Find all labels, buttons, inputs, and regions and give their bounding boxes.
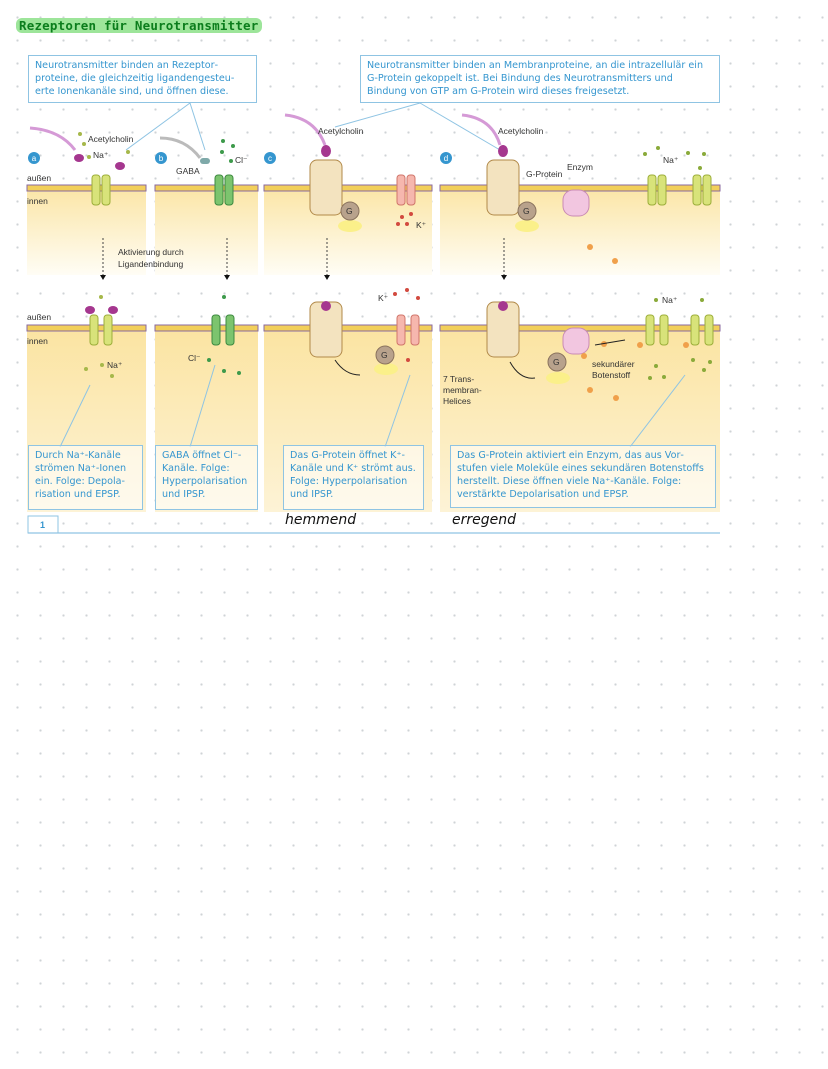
caption-panel-a: Durch Na⁺-Kanäle strömen Na⁺-Ionen ein. … [28,445,143,510]
g-protein-d [517,201,537,221]
g-protein-label-c2: G [381,350,388,360]
label-k-c: K⁺ [416,220,427,230]
na-channel-closed [91,174,111,206]
label-acetylcholin-c: Acetylcholin [318,126,364,136]
label-inside-2: innen [27,336,48,346]
panel-letter-a: a [32,154,37,163]
label-activation-2: Ligandenbindung [118,259,184,269]
metabotropic-receptor [309,159,343,216]
panel-letter-c: c [268,154,272,163]
caption-panel-d: Das G-Protein aktiviert ein Enzym, das a… [450,445,716,508]
label-helices-2: membran- [443,385,482,395]
label-gaba: GABA [176,166,200,176]
na-channels-open-d [645,314,714,346]
handwritten-note-excitatory: erregend [452,512,516,528]
g-protein-label-d: G [523,206,530,216]
label-na-d: Na⁺ [663,155,679,165]
panel-letter-b: b [159,154,164,163]
enzyme [562,189,590,217]
page-title: Rezeptoren für Neurotransmitter [16,18,262,33]
cl-channel-open [211,314,235,346]
label-outside-2: außen [27,312,51,322]
na-channels-closed-d [647,174,712,206]
label-acetylcholin-d: Acetylcholin [498,126,544,136]
caption-panel-c: Das G-Protein öffnet K⁺-Kanäle und K⁺ st… [283,445,424,510]
label-k-c2: K⁺ [378,293,389,303]
label-inside: innen [27,196,48,206]
pointer-lines [59,102,686,448]
k-channel-open [396,314,420,346]
na-channel-open [89,314,113,346]
label-cl-b: Cl⁻ [235,155,248,165]
label-second-messenger-2: Botenstoff [592,370,631,380]
g-protein [340,201,360,221]
label-enzym: Enzym [567,162,593,172]
panel-letters: a b c d [28,152,452,164]
label-helices-1: 7 Trans- [443,374,474,384]
membrane-row1 [26,184,721,192]
label-helices-3: Helices [443,396,471,406]
label-outside: außen [27,173,51,183]
panel-letter-d: d [444,154,448,163]
label-g-protein: G-Protein [526,169,563,179]
label-na-a: Na⁺ [93,150,109,160]
label-cl-b2: Cl⁻ [188,353,201,363]
figure-number: 1 [40,520,45,530]
membrane-row2 [26,324,721,332]
caption-metabotropic: Neurotransmitter binden an Membranprotei… [360,55,720,103]
label-na-d2: Na⁺ [662,295,678,305]
acetylcholin-molecule [74,154,84,162]
label-second-messenger-1: sekundärer [592,359,635,369]
metabotropic-receptor-d [486,159,520,216]
k-channel-closed [396,174,416,206]
label-acetylcholin-a: Acetylcholin [88,134,134,144]
handwritten-note-inhibitory: hemmend [285,512,357,528]
label-activation-1: Aktivierung durch [118,247,184,257]
g-protein-label: G [346,206,353,216]
caption-panel-b: GABA öffnet Cl⁻-Kanäle. Folge: Hyperpola… [155,445,258,510]
caption-ionotropic: Neurotransmitter binden an Rezeptor­prot… [28,55,257,103]
g-protein-label-d2: G [553,357,560,367]
label-na-a2: Na⁺ [107,360,123,370]
gaba-molecule [200,158,210,164]
cl-channel-closed [214,174,234,206]
